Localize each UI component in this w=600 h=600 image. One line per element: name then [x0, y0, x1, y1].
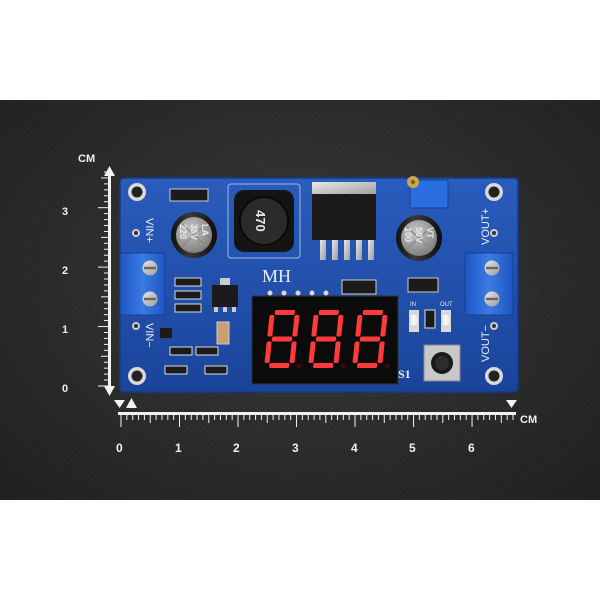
vertical-ruler: CM 3 2 1 0	[62, 153, 115, 396]
ruler-h-tick-1: 1	[175, 441, 182, 455]
display-decimal-point	[384, 363, 390, 369]
ruler-h-tick-3: 3	[292, 441, 299, 455]
power-inductor: 470	[227, 183, 301, 259]
display-digit	[308, 310, 346, 369]
ruler-h-tick-5: 5	[409, 441, 416, 455]
display-segment	[271, 336, 293, 342]
input-cap-series: LA	[200, 224, 210, 236]
display-segment	[269, 363, 290, 368]
pcb-board: VIN+ VIN− VOUT+ VOUT− 220 35V LA 470	[119, 176, 519, 393]
display-segment	[315, 336, 337, 342]
trimmer-potentiometer	[407, 176, 449, 209]
display-segment	[352, 341, 360, 363]
horizontal-ruler: CM 0 1 2 3 4 5 6	[114, 398, 537, 455]
display-decimal-point	[340, 363, 346, 369]
vin-plus-label: VIN+	[143, 218, 155, 243]
switch-label: S1	[398, 367, 411, 381]
display-segment	[380, 315, 388, 337]
ruler-v-tick-2: 2	[62, 265, 68, 277]
display-segment	[289, 341, 297, 363]
regulator-ic	[312, 182, 376, 260]
ruler-v-tick-0: 0	[62, 383, 68, 395]
output-cap-voltage: 50V	[414, 227, 424, 243]
vout-minus-label: VOUT−	[480, 325, 492, 362]
output-capacitor: 100 50V VT	[396, 215, 442, 261]
display-segment	[362, 310, 383, 315]
output-cap-value: 100	[403, 227, 413, 242]
seven-segment-display	[251, 295, 399, 385]
display-segment	[357, 363, 378, 368]
display-segment	[308, 341, 316, 363]
mounting-holes	[128, 183, 503, 385]
led-out-label: OUT	[440, 302, 453, 308]
display-segment	[264, 341, 272, 363]
display-segment	[274, 310, 295, 315]
display-segment	[311, 315, 319, 337]
input-capacitor: 220 35V LA	[171, 212, 217, 258]
display-segment	[267, 315, 275, 337]
input-cap-voltage: 35V	[189, 224, 199, 240]
vout-plus-label: VOUT+	[480, 208, 492, 245]
output-terminal-block	[464, 252, 514, 316]
display-segment	[318, 310, 339, 315]
display-decimal-point	[296, 363, 302, 369]
display-digit	[352, 310, 390, 369]
ruler-v-tick-3: 3	[62, 206, 68, 218]
display-segment	[377, 341, 385, 363]
led-in-label: IN	[410, 302, 416, 308]
smd-components-left	[160, 277, 238, 375]
tactile-switch-s1[interactable]	[423, 344, 461, 382]
ruler-unit-label: CM	[78, 153, 95, 165]
board-scene: CM 3 2 1 0 CM 0 1 2 3 4 5 6	[62, 153, 537, 455]
ruler-h-unit-label: CM	[520, 414, 537, 426]
ruler-h-tick-0: 0	[116, 441, 123, 455]
display-segment	[336, 315, 344, 337]
brand-label: MH	[262, 266, 291, 286]
input-terminal-block	[119, 252, 166, 316]
display-digit	[264, 310, 302, 369]
display-segment	[355, 315, 363, 337]
ruler-h-tick-6: 6	[468, 441, 475, 455]
vin-minus-label: VIN−	[143, 323, 155, 348]
display-segment	[313, 363, 334, 368]
display-segment	[292, 315, 300, 337]
ruler-h-tick-4: 4	[351, 441, 358, 455]
input-cap-value: 220	[178, 224, 188, 239]
output-cap-series: VT	[425, 227, 435, 239]
display-segment	[333, 341, 341, 363]
inductor-code: 470	[253, 210, 268, 232]
display-segment	[359, 336, 381, 342]
ruler-v-tick-1: 1	[62, 324, 68, 336]
ruler-h-tick-2: 2	[233, 441, 240, 455]
product-photo: CM 3 2 1 0 CM 0 1 2 3 4 5 6	[0, 100, 600, 500]
